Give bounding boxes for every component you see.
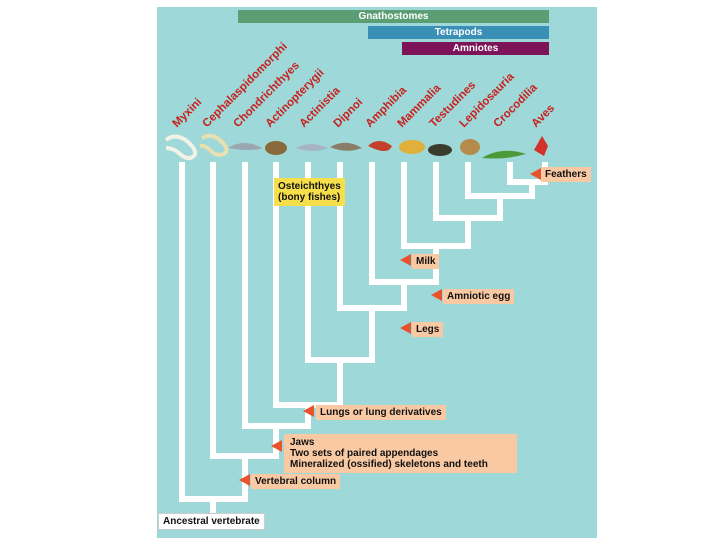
marker-legs <box>400 322 411 334</box>
marker-vertebral-column <box>239 474 250 486</box>
appendages-label: Two sets of paired appendages <box>290 448 439 459</box>
lamprey-icon <box>199 133 229 157</box>
crocodile-icon <box>482 150 526 159</box>
mineralized-label: Mineralized (ossified) skeletons and tee… <box>290 459 488 470</box>
marker-lungs <box>303 405 314 417</box>
marker-milk <box>400 254 411 266</box>
hagfish-icon <box>164 134 198 161</box>
lungs-label: Lungs or lung derivatives <box>316 405 446 420</box>
gnathostome-characters-box: Jaws Two sets of paired appendages Miner… <box>284 434 517 473</box>
osteichthyes-name: Osteichthyes <box>278 181 341 192</box>
amniotic-egg-label: Amniotic egg <box>443 289 515 304</box>
legs-label: Legs <box>412 322 444 337</box>
salamander-icon <box>368 141 392 151</box>
osteichthyes-common: (bony fishes) <box>278 192 341 203</box>
lungfish-icon <box>330 142 362 151</box>
organism-icons <box>164 133 548 161</box>
character-markers <box>239 168 541 486</box>
marker-amniotic-egg <box>431 289 442 301</box>
ancestral-vertebrate-label: Ancestral vertebrate <box>158 513 265 530</box>
amniotes-bar: Amniotes <box>402 42 549 55</box>
marker-feathers <box>530 168 541 180</box>
marker-jaws <box>271 440 282 452</box>
jaws-label: Jaws <box>290 437 315 448</box>
mammal-icon <box>399 140 425 154</box>
snake-icon <box>460 139 480 155</box>
gnathostomes-bar: Gnathostomes <box>238 10 549 23</box>
milk-label: Milk <box>412 254 440 269</box>
tetrapods-bar: Tetrapods <box>368 26 549 39</box>
feathers-label: Feathers <box>541 167 591 182</box>
shark-icon <box>228 143 262 150</box>
turtle-icon <box>428 144 452 156</box>
bony-fish-icon <box>265 141 287 155</box>
vertebral-column-label: Vertebral column <box>251 474 341 489</box>
osteichthyes-label: Osteichthyes (bony fishes) <box>274 178 345 206</box>
coelacanth-icon <box>296 144 328 151</box>
bird-icon <box>534 136 548 156</box>
